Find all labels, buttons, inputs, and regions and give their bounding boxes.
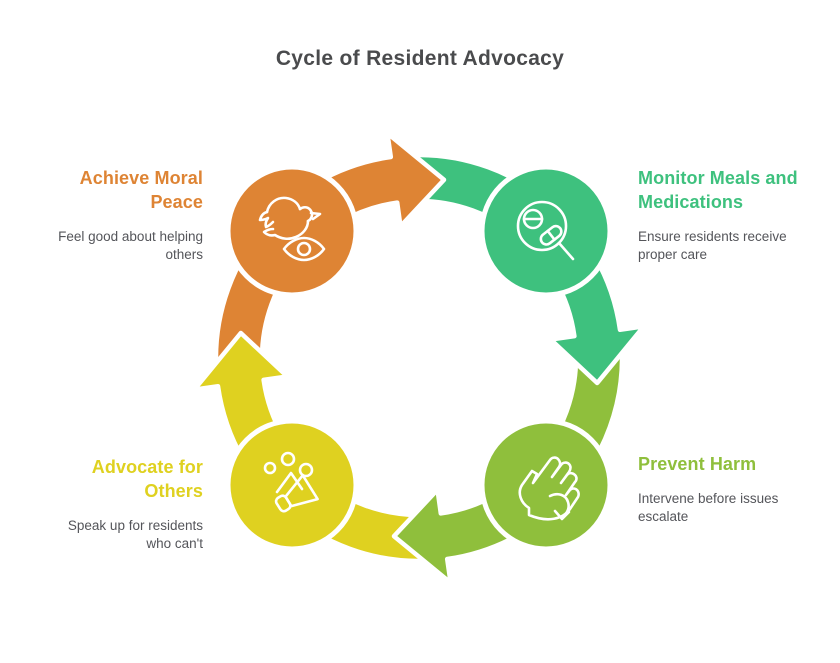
stage-block-achieve: Achieve Moral Peace Feel good about help… bbox=[30, 166, 203, 264]
megaphone-icon bbox=[263, 451, 319, 513]
stage-block-monitor: Monitor Meals and Medications Ensure res… bbox=[638, 166, 833, 264]
stage-block-prevent: Prevent Harm Intervene before issues esc… bbox=[638, 452, 833, 526]
stage-description-advocate: Speak up for residents who can't bbox=[67, 518, 203, 551]
stage-label-achieve: Achieve Moral Peace bbox=[79, 168, 203, 212]
hand-stop-icon bbox=[518, 456, 580, 521]
stage-circle-achieve bbox=[225, 164, 359, 298]
stage-description-prevent: Intervene before issues escalate bbox=[638, 491, 779, 524]
stage-label-monitor: Monitor Meals and Medications bbox=[638, 168, 798, 212]
stage-circle-advocate bbox=[225, 418, 359, 552]
magnifier-pills-icon bbox=[516, 200, 575, 261]
stage-label-prevent: Prevent Harm bbox=[638, 454, 757, 474]
stage-description-monitor: Ensure residents receive proper care bbox=[638, 229, 787, 262]
page-title: Cycle of Resident Advocacy bbox=[275, 47, 565, 70]
stage-description-achieve: Feel good about helping others bbox=[58, 229, 203, 262]
eye-icon bbox=[282, 236, 326, 262]
dove-peace-icon bbox=[258, 196, 326, 262]
stage-label-advocate: Advocate for Others bbox=[91, 457, 203, 501]
stage-block-advocate: Advocate for Others Speak up for residen… bbox=[30, 455, 203, 553]
stage-circle-prevent bbox=[479, 418, 613, 552]
